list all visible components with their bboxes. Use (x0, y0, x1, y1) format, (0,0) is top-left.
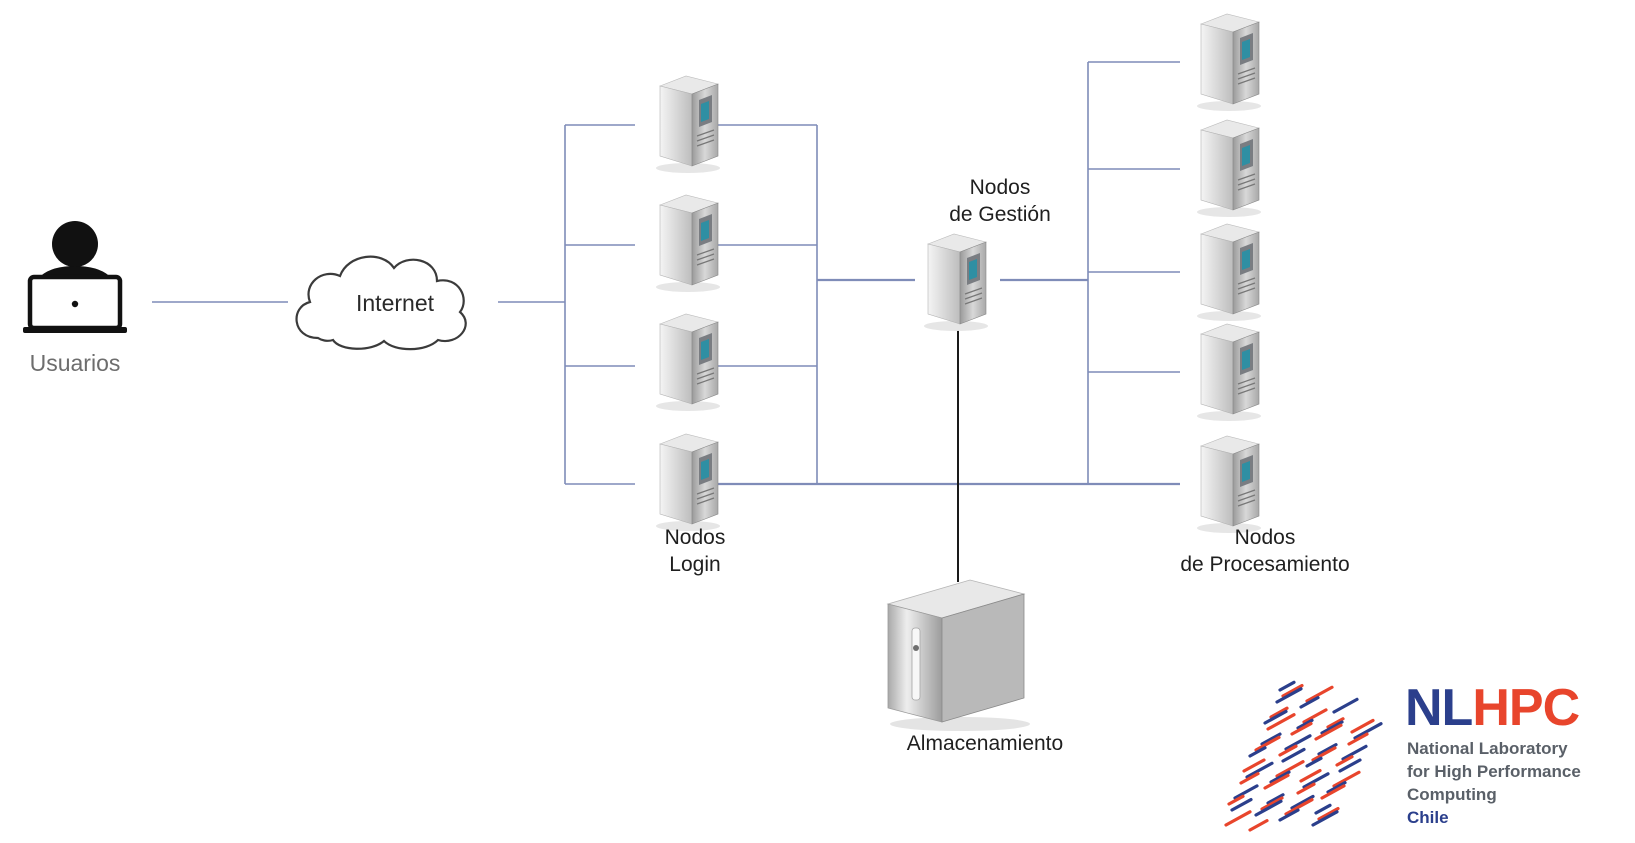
login-server-1-icon (655, 75, 721, 174)
logo-stripe (1296, 782, 1316, 795)
logo-stripe (1263, 709, 1288, 725)
logo-stripe (1281, 747, 1306, 763)
logo-stripe (1278, 744, 1298, 757)
logo-stripe (1347, 732, 1369, 746)
logo-stripe (1254, 799, 1283, 817)
logo-stripe (1305, 685, 1334, 703)
logo-stripe (1335, 755, 1354, 767)
logo-stripe (1284, 734, 1312, 751)
logo-stripe (1260, 732, 1282, 746)
login-nodes-label: Nodos Login (615, 524, 775, 578)
login-server-3-icon (655, 313, 721, 412)
users-label: Usuarios (29, 350, 121, 376)
cloud-icon (295, 255, 467, 351)
gestion-server-icon (923, 233, 989, 332)
logo-stripe (1305, 756, 1323, 768)
login-server-4-icon (655, 433, 721, 532)
logo-stripe (1275, 687, 1303, 704)
gestion-nodes-label-line1: Nodos (969, 176, 1031, 199)
logo-stripe (1284, 798, 1314, 816)
logo-acronym: NLHPC (1405, 679, 1580, 737)
logo-stripe (1350, 718, 1375, 734)
logo-stripe (1263, 773, 1290, 790)
logo-stripe (1302, 708, 1328, 724)
logo-stripe (1278, 680, 1296, 692)
logo-subtitle-line1: National Laboratory (1407, 739, 1568, 758)
logo-stripe (1302, 772, 1330, 789)
logo-stripe (1320, 720, 1344, 735)
login-server-2-icon (655, 194, 721, 293)
logo-acronym-hpc: HPC (1472, 679, 1580, 737)
logo-stripe (1254, 735, 1281, 752)
logo-stripe (1230, 797, 1253, 812)
network-links (152, 61, 1180, 486)
logo-stripe (1290, 721, 1313, 736)
gestion-nodes-label-line2: de Gestión (949, 203, 1051, 226)
login-nodes-label-line1: Nodos (664, 526, 726, 549)
gestion-nodes-label: Nodos de Gestión (900, 174, 1100, 228)
logo-subtitle-line4: Chile (1407, 808, 1449, 827)
logo-stripe (1299, 696, 1320, 709)
nlhpc-logo-icon (1224, 680, 1383, 832)
logo-stripe (1248, 746, 1267, 758)
logo-stripe (1317, 806, 1340, 821)
proc-server-5-icon (1196, 435, 1262, 534)
logo-stripe (1227, 794, 1245, 806)
proc-server-2-icon (1196, 119, 1262, 218)
proc-server-3-icon (1196, 223, 1262, 322)
logo-subtitle-line2: for High Performance (1407, 762, 1581, 781)
proc-nodes-label: Nodos de Procesamiento (1135, 524, 1395, 578)
logo-stripe (1314, 723, 1343, 741)
logo-stripe (1290, 794, 1315, 810)
logo-subtitle-line3: Computing (1407, 785, 1497, 804)
logo-stripe (1311, 810, 1339, 827)
logo-stripe (1224, 810, 1252, 827)
logo-stripe (1332, 770, 1361, 788)
logo-acronym-nl: NL (1405, 679, 1473, 737)
logo-stripe (1332, 697, 1359, 714)
logo-stripe (1353, 722, 1383, 740)
logo-subtitle: National Laboratory for High Performance… (1407, 737, 1581, 829)
logo-stripe (1260, 796, 1284, 811)
login-nodes-label-line2: Login (669, 553, 721, 576)
logo-stripe (1278, 808, 1300, 822)
logo-stripe (1248, 819, 1269, 832)
logo-stripe (1275, 760, 1305, 778)
logo-stripe (1314, 803, 1332, 815)
logo-stripe (1296, 718, 1314, 730)
logo-stripe (1269, 706, 1289, 719)
proc-nodes-label-line2: de Procesamiento (1180, 553, 1350, 576)
logo-stripe (1338, 758, 1362, 773)
proc-server-4-icon (1196, 323, 1262, 422)
storage-server-icon (886, 579, 1030, 731)
logo-stripe (1281, 683, 1304, 698)
logo-stripe (1326, 717, 1345, 729)
logo-stripe (1299, 768, 1322, 783)
logo-stripe (1311, 746, 1337, 762)
logo-stripe (1266, 793, 1285, 805)
logo-stripe (1266, 713, 1296, 731)
logo-stripe (1242, 758, 1266, 773)
storage-label: Almacenamiento (906, 732, 1064, 755)
logo-stripe (1269, 770, 1291, 784)
logo-stripe (1245, 761, 1274, 779)
internet-label: Internet (356, 290, 434, 316)
logo-stripe (1326, 781, 1347, 794)
logo-stripe (1320, 784, 1346, 800)
logo-stripe (1341, 744, 1368, 761)
logo-stripe (1239, 772, 1260, 785)
logo-stripe (1233, 784, 1259, 800)
logo-stripe (1317, 743, 1338, 756)
user-laptop-icon (23, 221, 127, 333)
proc-server-1-icon (1196, 13, 1262, 112)
proc-nodes-label-line1: Nodos (1234, 526, 1296, 549)
